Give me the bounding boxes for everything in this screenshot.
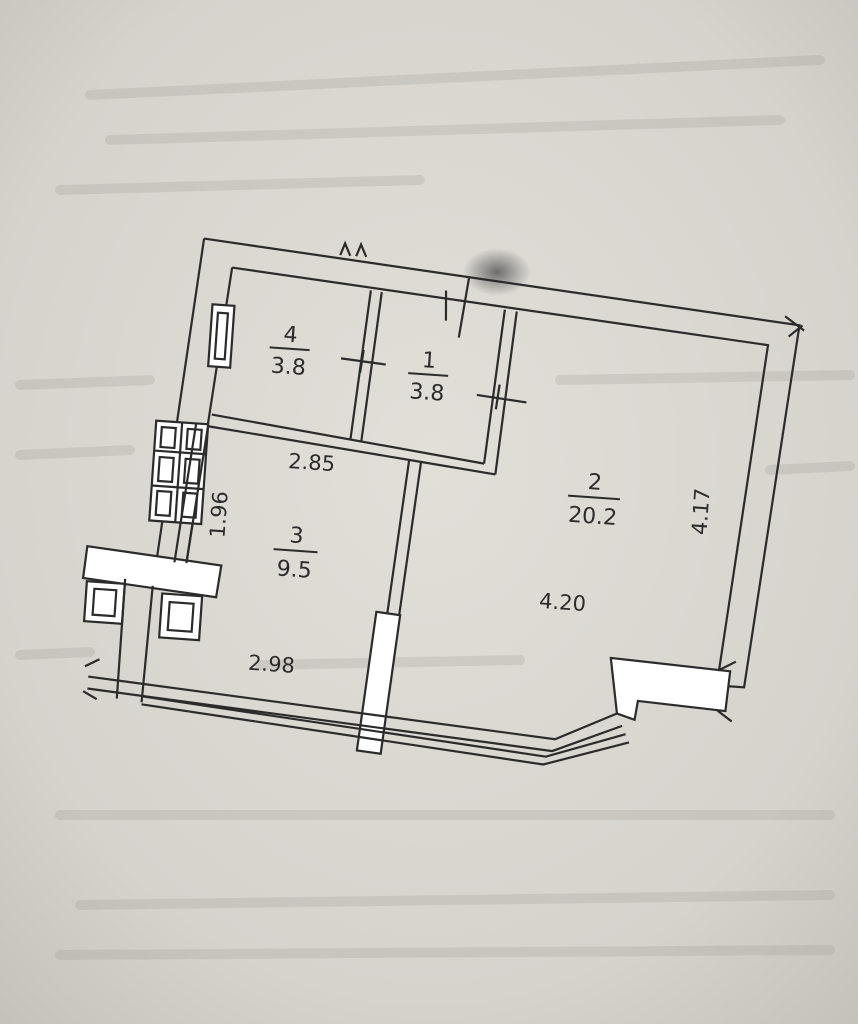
room-labels: 4 3.8 1 3.8 2 20.2 3 9.5 2.85 4.20 2.98 [247, 322, 620, 678]
room3-west-wall [173, 423, 210, 564]
room-4-number: 4 [283, 322, 299, 348]
floor-plan [81, 237, 805, 766]
vent-notch [339, 240, 368, 258]
balcony-columns [81, 544, 223, 703]
right-wall-stub [609, 656, 732, 722]
show-through-text [15, 55, 855, 960]
dimension-4-17: 4.17 [687, 487, 714, 535]
window-pier [355, 610, 402, 756]
room-1-area: 3.8 [409, 379, 446, 406]
shaft-block [148, 419, 210, 526]
room-2-number: 2 [587, 470, 603, 496]
room-3-number: 3 [289, 523, 305, 549]
radiator-inner [213, 311, 230, 361]
room-4-fraction-bar [269, 346, 310, 352]
partition-bottom-4-1 [208, 413, 496, 476]
room-2-area: 20.2 [567, 503, 618, 531]
outer-wall [155, 237, 801, 689]
dimension-4-20: 4.20 [538, 589, 586, 616]
room-1-number: 1 [421, 348, 437, 374]
wall-break-mark-right [716, 660, 737, 723]
door-leaf-1 [457, 277, 471, 338]
door-marks [340, 290, 527, 410]
dimension-2-85: 2.85 [288, 449, 336, 476]
room-4-area: 3.8 [270, 354, 307, 381]
room-3-area: 9.5 [276, 556, 313, 583]
wall-break-mark-left [82, 658, 100, 701]
south-window-wall [87, 675, 630, 766]
room-3-fraction-bar [273, 548, 318, 554]
dimension-2-98: 2.98 [247, 651, 295, 678]
room-2-fraction-bar [567, 494, 620, 501]
ink-smudge [463, 248, 531, 296]
dimension-1-96: 1.96 [205, 490, 232, 538]
room-1-fraction-bar [408, 372, 449, 377]
wall-break-mark [784, 315, 805, 338]
partition-1-2 [482, 309, 518, 475]
